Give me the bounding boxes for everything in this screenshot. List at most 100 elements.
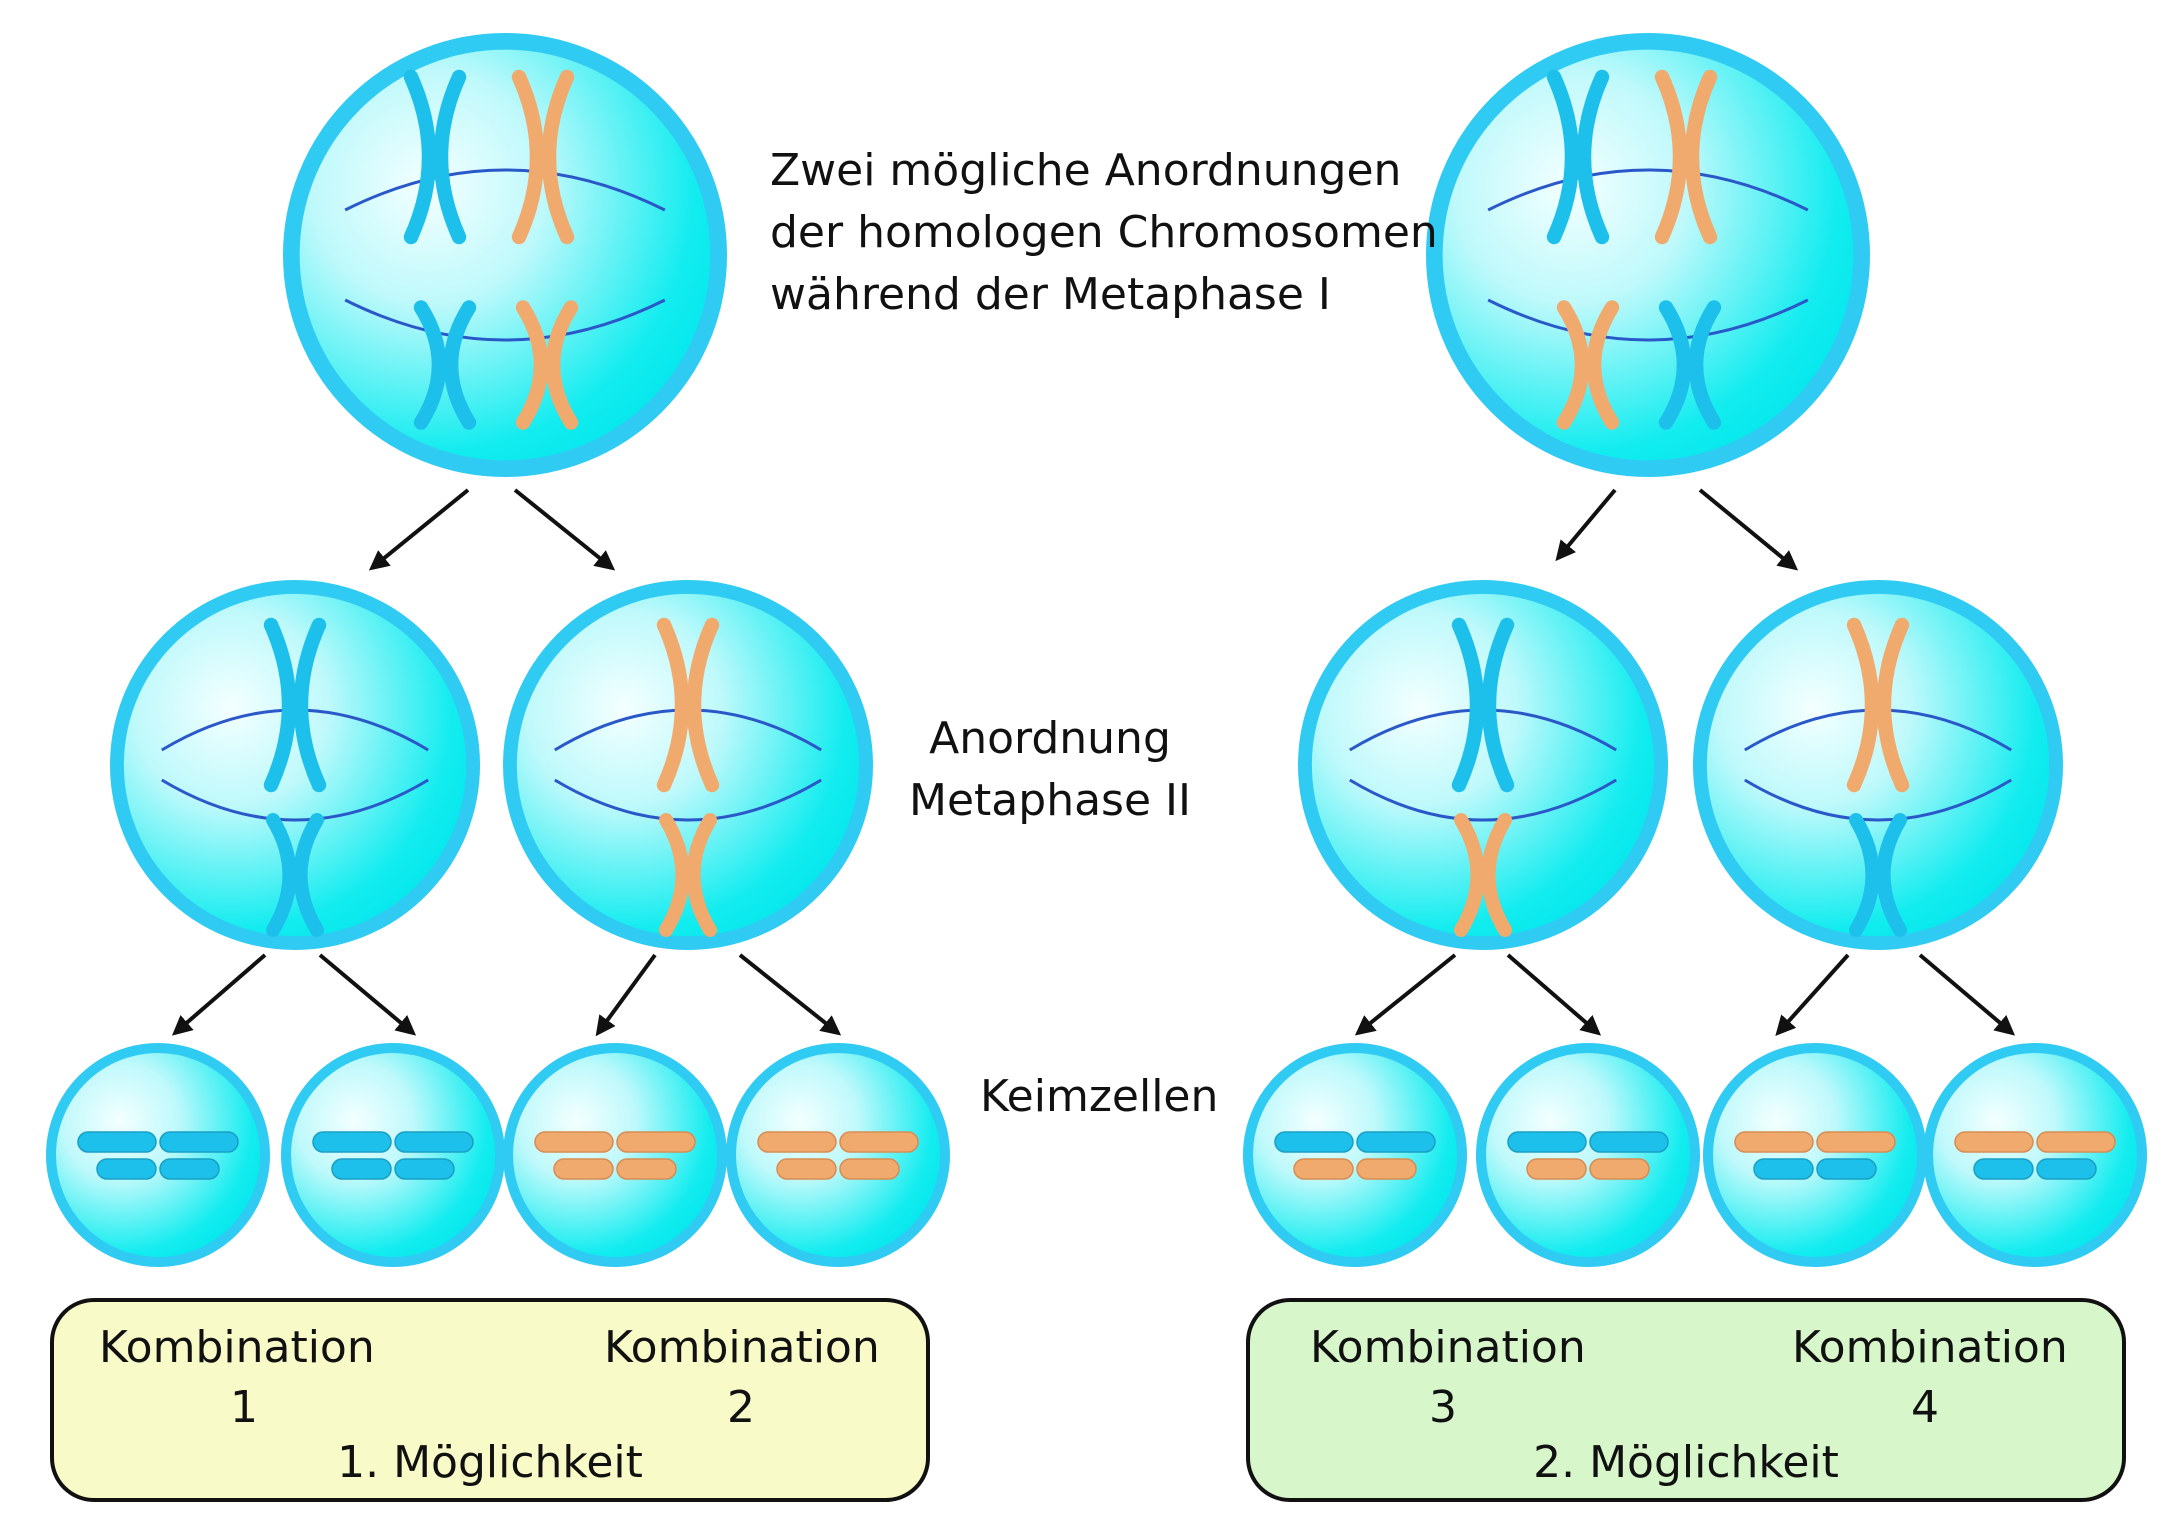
chromatid [511,69,545,245]
spindle-fiber [1349,778,1617,822]
chromatid [312,1131,392,1153]
chromatid [1684,69,1718,245]
gamete-cell-4 [726,1043,950,1267]
chromosome [534,1131,696,1153]
cell-membrane [46,1043,270,1267]
chromatid [1451,617,1485,793]
kombination-number-4: 4 [1911,1382,1939,1433]
arrow [1354,953,1457,1036]
spindle-fiber [1744,778,2012,822]
chromosome [511,69,575,245]
chromatid [541,69,575,245]
chromatid [1846,617,1880,793]
chromatid [1274,1131,1354,1153]
arrow [368,488,470,571]
chromosome [1734,1131,1896,1153]
chromatid [515,300,549,430]
chromosome [757,1131,919,1153]
possibility-box-2: Kombination 3 Kombination 4 2. Möglichke… [1246,1298,2126,1502]
arrow [595,953,657,1037]
chromosome [776,1158,900,1180]
cell-membrane [726,1043,950,1267]
spindle-fiber [1487,298,1809,342]
metaphase2-cell-2 [503,580,873,950]
arrow [318,953,417,1036]
chromosome [553,1158,677,1180]
metaphase2-label: Anordnung Metaphase II [900,708,1200,832]
chromosome [1507,1131,1669,1153]
metaphase1-line-2: der homologen Chromosomen [770,207,1438,258]
chromatid [1454,813,1485,937]
chromatid [545,300,579,430]
possibility-caption-1: 1. Möglichkeit [337,1437,643,1488]
chromatid [776,1158,837,1180]
chromosome [263,617,327,793]
chromatid [1876,813,1907,937]
kombination-label-2: Kombination [604,1322,880,1373]
chromatid [1973,1158,2034,1180]
chromosome [77,1131,239,1153]
cell-membrane [1923,1043,2147,1267]
possibility-box-1: Kombination 1 Kombination 2 1. Möglichke… [50,1298,930,1502]
spindle-fiber [161,778,429,822]
chromatid [413,300,447,430]
chromatid [1481,617,1515,793]
chromatid [1556,300,1590,430]
arrow [171,953,267,1036]
chromatid [443,300,477,430]
chromatid [1849,813,1880,937]
chromosome [1658,300,1722,430]
gamete-cell-5 [1243,1043,1467,1267]
chromosome [659,813,717,937]
chromatid [293,617,327,793]
chromatid [839,1131,919,1153]
chromosome [1451,617,1515,793]
cell-membrane [1243,1043,1467,1267]
chromatid [159,1131,239,1153]
cell-membrane [1693,580,2063,950]
chromatid [293,813,324,937]
chromatid [159,1158,220,1180]
chromosome [1556,300,1620,430]
metaphase2-line-1: Anordnung [929,713,1171,764]
arrow [1775,953,1850,1036]
chromatid [403,69,437,245]
cell-membrane [1425,32,1870,478]
cell-membrane [281,1043,505,1267]
chromosome [1846,617,1910,793]
chromatid [1816,1158,1877,1180]
gamete-cell-7 [1703,1043,1927,1267]
chromosome [515,300,579,430]
kombination-label-3: Kombination [1310,1322,1586,1373]
arrow [1555,488,1617,562]
chromatid [1688,300,1722,430]
kombination-number-3: 3 [1429,1382,1457,1433]
chromosome [266,813,324,937]
arrow [1698,488,1799,571]
chromatid [1576,69,1610,245]
kombination-number-1: 1 [230,1382,258,1433]
chromatid [1586,300,1620,430]
chromatid [757,1131,837,1153]
chromatid [616,1158,677,1180]
chromatid [1589,1158,1650,1180]
chromatid [1753,1158,1814,1180]
chromosome [1454,813,1512,937]
arrow [1918,953,2016,1036]
chromatid [1507,1131,1587,1153]
chromatid [1654,69,1688,245]
chromosome [1849,813,1907,937]
chromatid [394,1131,474,1153]
chromatid [553,1158,614,1180]
gametes-label: Keimzellen [980,1071,1219,1122]
chromatid [1356,1131,1436,1153]
chromatid [686,617,720,793]
chromosome [413,300,477,430]
chromatid [1734,1131,1814,1153]
chromosome [1753,1158,1877,1180]
gamete-cell-3 [503,1043,727,1267]
chromosome [312,1131,474,1153]
chromatid [331,1158,392,1180]
chromatid [1546,69,1580,245]
chromatid [839,1158,900,1180]
